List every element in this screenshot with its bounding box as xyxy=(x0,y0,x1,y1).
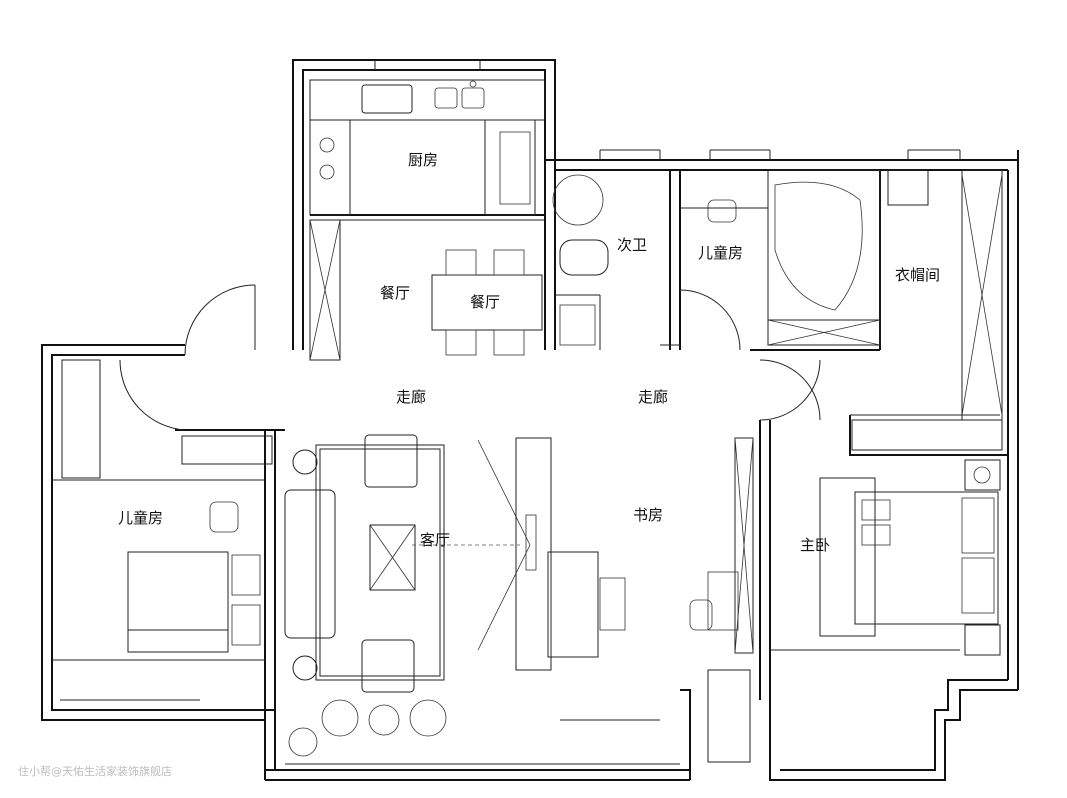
kids-room-west-label: 儿童房 xyxy=(118,509,163,527)
dining-table-label: 餐厅 xyxy=(470,293,500,311)
master-label: 主卧 xyxy=(800,536,830,554)
kids-room-north-label: 儿童房 xyxy=(698,244,743,262)
outer-walls xyxy=(41,59,1019,781)
cloakroom-label: 衣帽间 xyxy=(895,266,940,284)
bathroom-fixtures xyxy=(552,174,609,346)
cloakroom-furniture xyxy=(851,169,1003,451)
living-furniture xyxy=(284,434,531,757)
kitchen-label: 厨房 xyxy=(408,151,438,169)
dining-furniture xyxy=(309,219,543,361)
corridor-right-label: 走廊 xyxy=(638,388,668,406)
kids-north-furniture xyxy=(680,169,881,346)
kitchen-fixtures xyxy=(309,79,546,216)
interior-walls xyxy=(52,170,1008,720)
room-labels: 厨房 餐厅 餐厅 次卫 儿童房 衣帽间 走廊 走廊 儿童房 客厅 书房 主卧 xyxy=(118,151,940,554)
study-furniture xyxy=(515,437,754,763)
dining-label: 餐厅 xyxy=(380,284,410,302)
corridor-left-label: 走廊 xyxy=(396,388,426,406)
study-label: 书房 xyxy=(633,506,663,524)
kids-west-furniture xyxy=(127,435,273,653)
living-label: 客厅 xyxy=(420,531,450,549)
watermark: 住小帮@天佑生活家装饰旗舰店 xyxy=(18,764,172,778)
master-furniture xyxy=(819,459,1001,656)
second-bath-label: 次卫 xyxy=(617,236,647,254)
